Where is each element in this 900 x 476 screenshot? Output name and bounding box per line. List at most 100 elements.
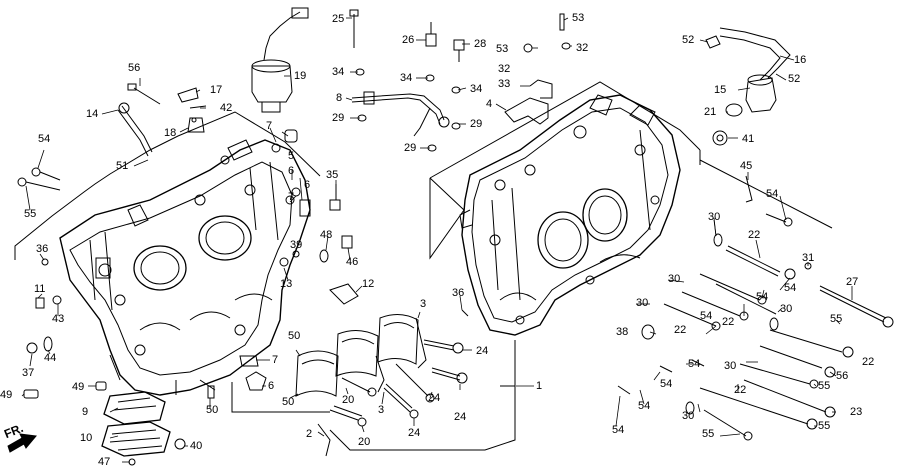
callout-45: 45 [740,160,753,172]
callout-6: 6 [288,165,295,177]
callout-50: 50 [288,330,301,342]
callout-38: 38 [616,326,629,338]
callout-49: 49 [0,389,13,401]
breather-hose [719,27,791,113]
callout-49: 49 [72,381,85,393]
callout-23: 23 [850,406,863,418]
bracket [504,79,553,125]
callout-36: 36 [36,243,49,255]
callout-9: 9 [82,406,89,418]
callout-39: 39 [290,239,303,251]
callout-22: 22 [862,356,875,368]
callout-20: 20 [342,394,355,406]
callout-25: 25 [332,13,345,25]
callout-11: 11 [34,283,46,295]
callout-6: 6 [304,179,311,191]
callout-40: 40 [190,440,203,452]
oil-line [351,91,450,137]
callout-13: 13 [280,278,293,290]
callout-53: 53 [496,43,509,55]
left-crankcase-half [59,139,311,396]
callout-35: 35 [326,169,339,181]
callout-29: 29 [404,142,417,154]
callout-22: 22 [674,324,687,336]
callout-27: 27 [846,276,859,288]
callout-54: 54 [38,133,51,145]
callout-15: 15 [714,84,727,96]
callout-6: 6 [268,380,275,392]
callout-46: 46 [346,256,359,268]
callout-53: 53 [572,12,585,24]
callout-37: 37 [22,367,35,379]
callout-10: 10 [80,432,93,444]
oil-pump-group [101,391,186,466]
assembly-boundary [14,81,833,451]
callout-43: 43 [52,313,65,325]
right-crankcase-half [459,94,681,336]
callout-2: 2 [306,428,313,440]
callout-21: 21 [704,106,717,118]
callout-36: 36 [452,287,465,299]
callout-30: 30 [668,273,681,285]
callout-32: 32 [498,63,511,75]
callout-26: 26 [402,34,415,46]
callout-55: 55 [702,428,715,440]
callout-48: 48 [320,229,333,241]
callout-56: 56 [836,370,849,382]
callout-47: 47 [98,456,111,468]
callout-54: 54 [660,378,673,390]
callout-55: 55 [24,208,37,220]
callout-29: 29 [332,112,345,124]
callout-17: 17 [210,84,223,96]
leader-lines [21,17,853,463]
callout-30: 30 [636,297,649,309]
callout-20: 20 [358,436,371,448]
callout-56: 56 [128,62,141,74]
callout-16: 16 [794,54,807,66]
left-fasteners [17,83,207,191]
callout-55: 55 [830,313,843,325]
callout-28: 28 [474,38,487,50]
callout-1: 1 [536,380,543,392]
callout-24: 24 [408,427,421,439]
callout-14: 14 [86,108,99,120]
bearing-shells [295,314,419,397]
callout-54: 54 [756,291,769,303]
callout-55: 55 [818,420,831,432]
callout-54: 54 [638,400,651,412]
callout-22: 22 [734,384,747,396]
callout-5: 5 [288,150,295,162]
callout-18: 18 [164,127,177,139]
main-bolts [317,317,468,457]
callout-54: 54 [700,310,713,322]
callout-30: 30 [724,360,737,372]
callout-3: 3 [378,404,385,416]
callout-54: 54 [766,188,779,200]
callout-19: 19 [294,70,307,82]
callout-30: 30 [682,410,695,422]
callout-24: 24 [428,392,441,404]
callout-24: 24 [454,411,467,423]
callout-31: 31 [802,252,815,264]
callout-7: 7 [266,120,273,132]
callout-42: 42 [220,102,233,114]
callout-12: 12 [362,278,375,290]
callout-3: 3 [420,298,427,310]
top-fasteners [191,9,753,317]
oil-pressure-sender [251,7,309,113]
callout-54-lower: 54 [612,424,625,436]
callout-22: 22 [722,316,735,328]
callout-33: 33 [498,78,511,90]
callout-22: 22 [748,229,761,241]
callout-50-lower: 50 [206,404,219,416]
callout-29: 29 [470,118,483,130]
callout-32: 32 [576,42,589,54]
callout-30: 30 [708,211,721,223]
callout-24: 24 [476,345,489,357]
callout-51: 51 [116,160,129,172]
callout-44: 44 [44,352,57,364]
callout-52: 52 [682,34,695,46]
callout-34: 34 [332,66,345,78]
